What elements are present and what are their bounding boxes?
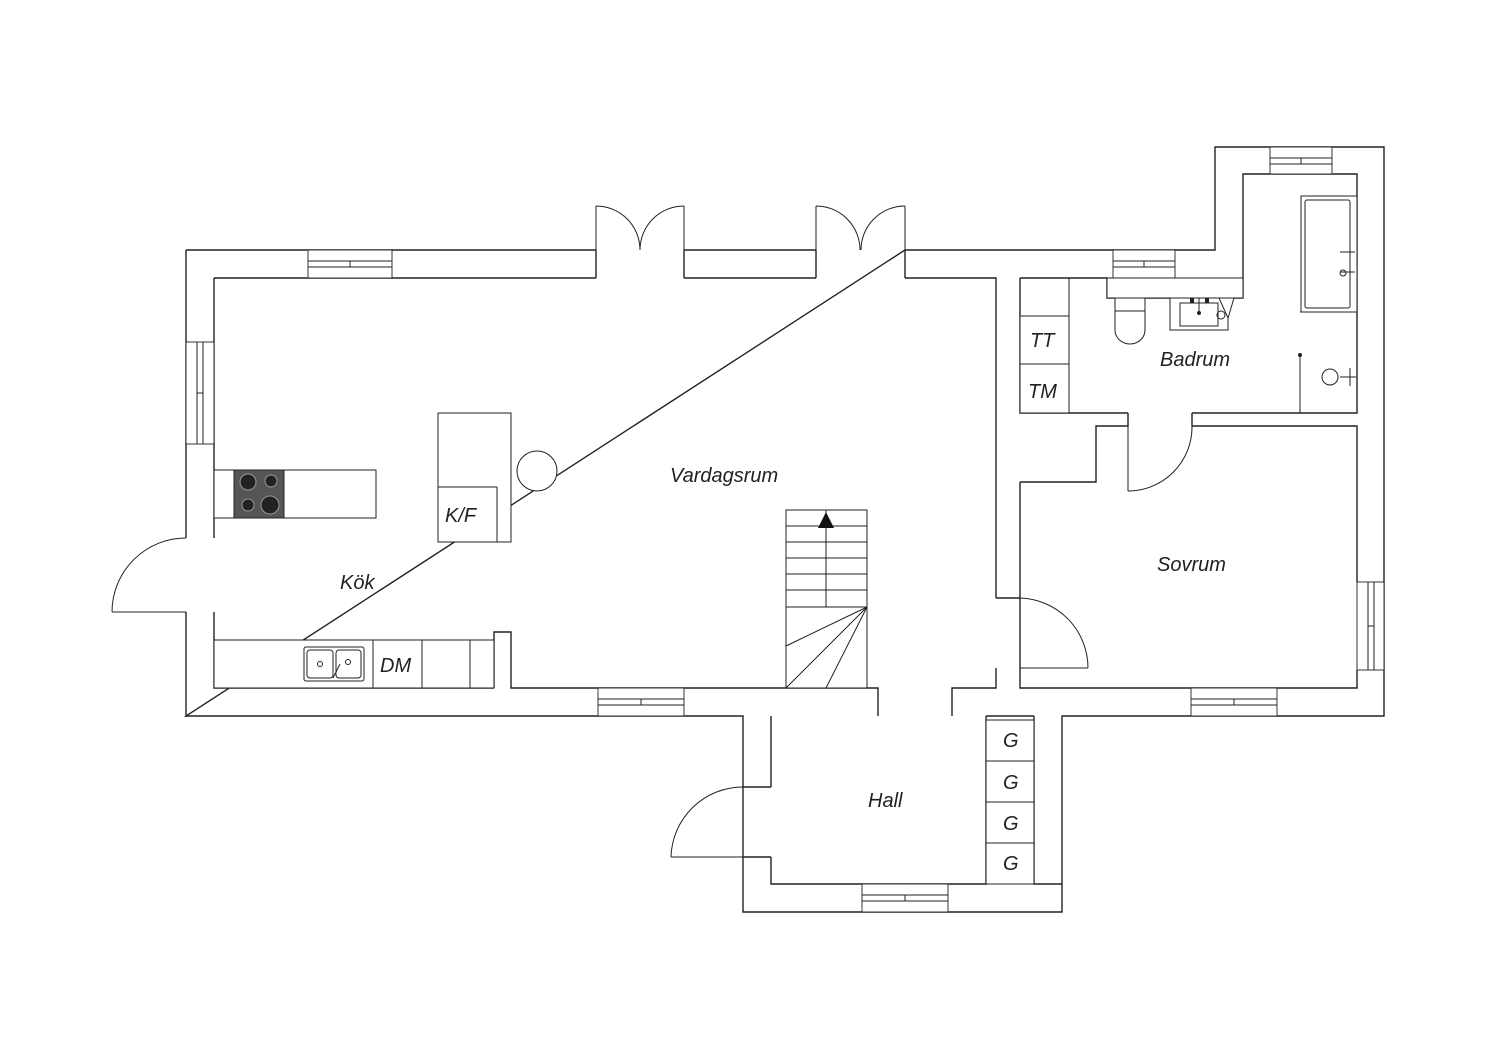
burner-1 [239, 473, 257, 491]
window-top-badrum-left [1112, 249, 1176, 279]
staircase [785, 509, 868, 689]
labels: Kök Vardagsrum Badrum Sovrum Hall K/F DM… [340, 330, 1230, 875]
fixture-label-kf: K/F [445, 505, 478, 527]
door-badrum [1127, 425, 1193, 492]
sink-icon [303, 646, 365, 682]
fixture-label-tt: TT [1030, 330, 1056, 352]
doors [111, 205, 1193, 858]
window-bottom-sovrum [1190, 687, 1278, 717]
room-label-vardagsrum: Vardagsrum [670, 465, 778, 487]
window-bottom-hall [861, 883, 949, 913]
hall-wardrobes [985, 719, 1035, 885]
window-left-kok [185, 341, 215, 445]
stair-arrow-icon [818, 512, 834, 528]
bathtub-icon [1300, 195, 1358, 313]
washbasin-icon [1169, 297, 1235, 331]
room-label-sovrum: Sovrum [1157, 554, 1226, 576]
windows [185, 146, 1385, 913]
burner-2 [264, 474, 278, 488]
fixture-label-tm: TM [1028, 381, 1057, 403]
kitchen-fixtures [213, 412, 558, 689]
fixture-label-dm: DM [380, 655, 411, 677]
room-label-badrum: Badrum [1160, 349, 1230, 371]
fixture-label-g2: G [1003, 772, 1019, 794]
door-hall-exterior [670, 786, 744, 858]
toilet-icon [1114, 297, 1146, 345]
french-door-1 [595, 205, 685, 251]
bath-counter [1106, 277, 1244, 299]
door-kok-exterior [111, 537, 187, 613]
window-right-sovrum [1356, 581, 1385, 671]
window-top-kok [307, 249, 393, 279]
shower-icon [1298, 311, 1357, 413]
door-sovrum [1019, 597, 1089, 669]
island [437, 412, 512, 543]
burner-4 [260, 495, 280, 515]
bathroom-fixtures [1019, 195, 1358, 414]
french-door-2 [815, 205, 906, 251]
fixture-label-g1: G [1003, 730, 1019, 752]
window-top-badrum-right [1269, 146, 1333, 175]
window-bottom-vardagsrum [597, 687, 685, 717]
room-label-kok: Kök [340, 572, 375, 594]
round-table [516, 450, 558, 492]
fixture-label-g4: G [1003, 853, 1019, 875]
room-label-hall: Hall [868, 790, 903, 812]
burner-3 [241, 498, 255, 512]
fixture-label-g3: G [1003, 813, 1019, 835]
